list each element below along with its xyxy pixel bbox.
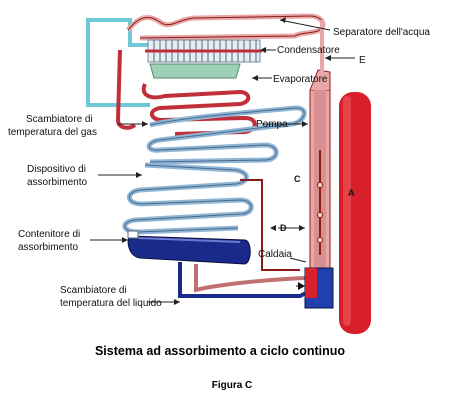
label-letter-e: E bbox=[359, 55, 366, 66]
label-liquid-exchanger-1: Scambiatore di bbox=[60, 285, 127, 296]
label-liquid-exchanger-2: temperatura del liquido bbox=[60, 298, 162, 309]
pump-column bbox=[309, 20, 331, 271]
label-gas-exchanger-2: temperatura del gas bbox=[8, 127, 97, 138]
label-absorption-device-2: assorbimento bbox=[27, 177, 87, 188]
condenser bbox=[145, 39, 262, 63]
arrowheads bbox=[122, 17, 331, 305]
gas-exchanger-coil bbox=[146, 105, 307, 165]
label-absorber-tank-2: assorbimento bbox=[18, 242, 78, 253]
evaporator-block bbox=[149, 63, 241, 79]
label-letter-a: A bbox=[348, 188, 355, 198]
boiler bbox=[296, 267, 334, 309]
label-gas-exchanger-1: Scambiatore di bbox=[26, 114, 93, 125]
absorption-device-coil bbox=[122, 162, 254, 235]
water-separator-coil bbox=[126, 13, 326, 41]
label-letter-d: D bbox=[280, 223, 287, 233]
label-absorber-tank-1: Contenitore di bbox=[18, 229, 80, 240]
figure-label: Figura C bbox=[212, 380, 253, 391]
label-evaporator: Evaporatore bbox=[273, 74, 328, 85]
tank-a bbox=[339, 92, 371, 334]
label-condenser: Condensatore bbox=[277, 45, 340, 56]
evaporator-coil bbox=[141, 83, 257, 136]
label-absorption-device-1: Dispositivo di bbox=[27, 164, 86, 175]
cyan-pipe bbox=[86, 18, 150, 107]
absorber-tank bbox=[127, 230, 251, 265]
label-water-separator: Separatore dell'acqua bbox=[333, 27, 430, 38]
label-letter-c: C bbox=[294, 174, 301, 184]
label-boiler: Caldaia bbox=[258, 249, 292, 260]
diagram-caption: Sistema ad assorbimento a ciclo continuo bbox=[95, 344, 345, 358]
red-riser-pipe bbox=[115, 49, 137, 130]
label-pump: Pompa bbox=[256, 119, 288, 130]
